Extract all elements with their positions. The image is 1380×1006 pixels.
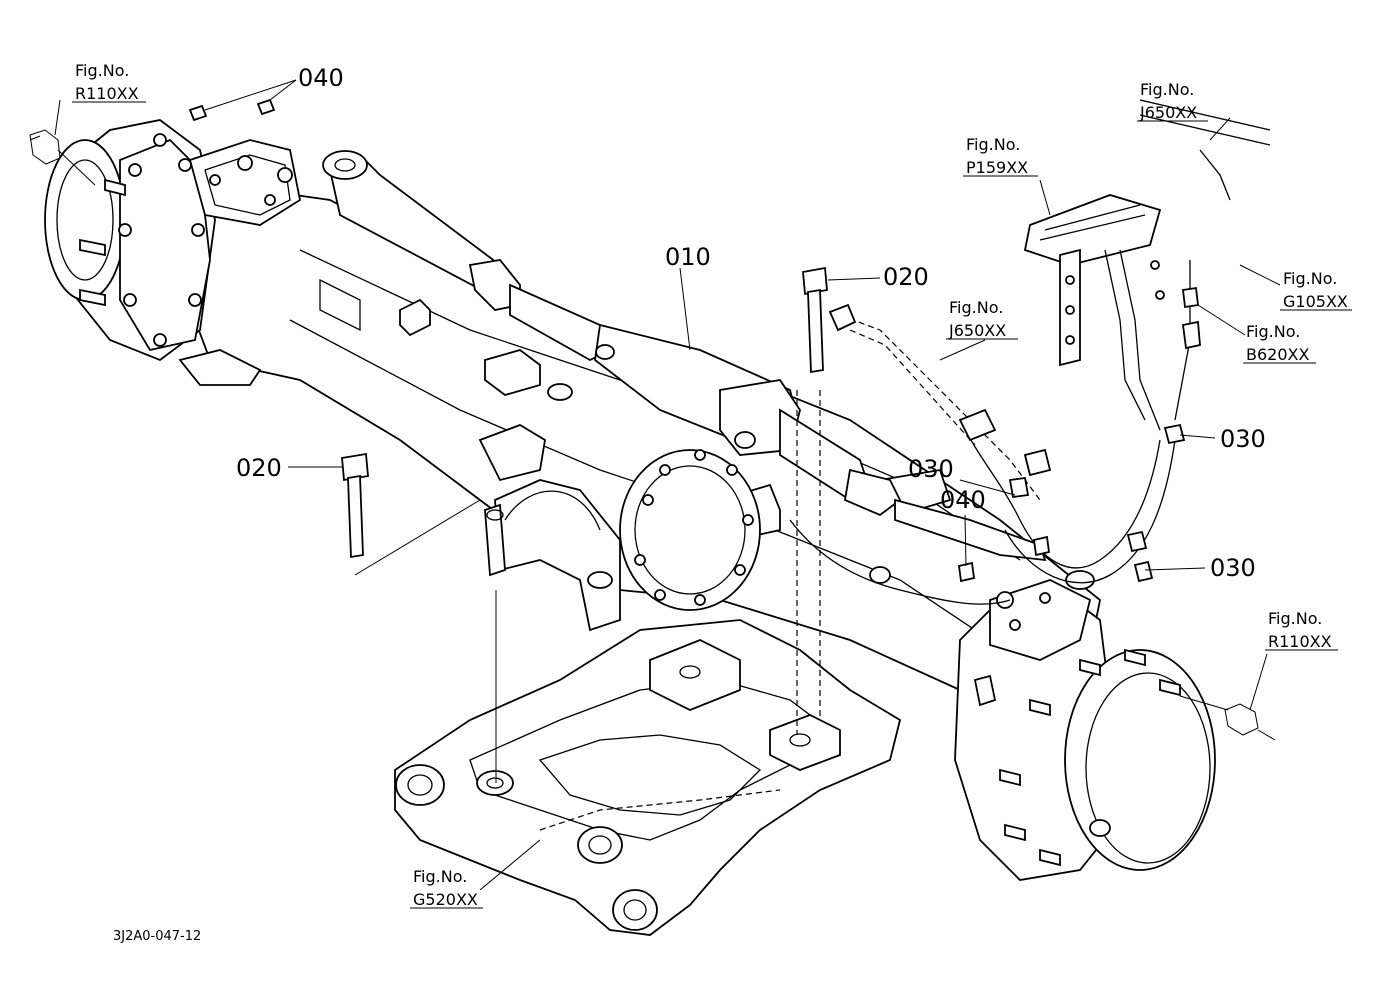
svg-text:Fig.No.: Fig.No. (1268, 609, 1322, 628)
svg-text:Fig.No.: Fig.No. (75, 61, 129, 80)
svg-text:J650XX: J650XX (948, 321, 1006, 340)
left-wheel-hub (44, 98, 302, 386)
callout-010: 010 (665, 243, 711, 271)
hydraulic-hoses (789, 99, 1271, 605)
figref-r110-right: Fig.No. R110XX (1265, 609, 1338, 651)
figref-j650-middle: Fig.No. J650XX (946, 298, 1018, 340)
svg-text:Fig.No.: Fig.No. (1246, 322, 1300, 341)
svg-text:Fig.No.: Fig.No. (413, 867, 467, 886)
svg-text:J650XX: J650XX (1139, 103, 1197, 122)
figref-p159: Fig.No. P159XX (963, 135, 1038, 177)
callout-020-left: 020 (236, 454, 282, 482)
bolt-020-left (341, 452, 369, 559)
bolt-020-right (802, 266, 828, 374)
power-steering-cylinder (322, 150, 1047, 562)
svg-text:Fig.No.: Fig.No. (1283, 269, 1337, 288)
svg-text:R110XX: R110XX (75, 84, 139, 103)
figref-g105: Fig.No. G105XX (1280, 269, 1352, 311)
document-code: 3J2A0-047-12 (113, 929, 201, 944)
svg-text:Fig.No.: Fig.No. (966, 135, 1020, 154)
svg-text:R110XX: R110XX (1268, 632, 1332, 651)
callout-040-top: 040 (298, 64, 344, 92)
figref-b620: Fig.No. B620XX (1243, 322, 1316, 364)
figref-g520: Fig.No. G520XX (410, 867, 483, 909)
svg-text:G105XX: G105XX (1283, 292, 1348, 311)
axle-support-frame (394, 619, 902, 936)
svg-text:P159XX: P159XX (966, 158, 1028, 177)
sensor-bracket (1023, 194, 1201, 431)
leader-lines (29, 79, 1281, 891)
figref-r110-left: Fig.No. R110XX (72, 61, 146, 103)
callout-040-right: 040 (940, 486, 986, 514)
front-axle-housing (179, 178, 1101, 701)
svg-text:Fig.No.: Fig.No. (1140, 80, 1194, 99)
svg-text:B620XX: B620XX (1246, 345, 1309, 364)
callout-030-middle: 030 (908, 455, 954, 483)
callout-030-upper: 030 (1220, 425, 1266, 453)
svg-text:Fig.No.: Fig.No. (949, 298, 1003, 317)
callout-030-lower: 030 (1210, 554, 1256, 582)
hub-nut-right (1224, 703, 1259, 736)
right-wheel-hub (954, 570, 1216, 881)
svg-text:G520XX: G520XX (413, 890, 478, 909)
hub-nut-left (29, 129, 61, 165)
callout-020-right: 020 (883, 263, 929, 291)
figref-j650-top: Fig.No. J650XX (1137, 80, 1208, 122)
bolt-040-right (957, 535, 1051, 583)
